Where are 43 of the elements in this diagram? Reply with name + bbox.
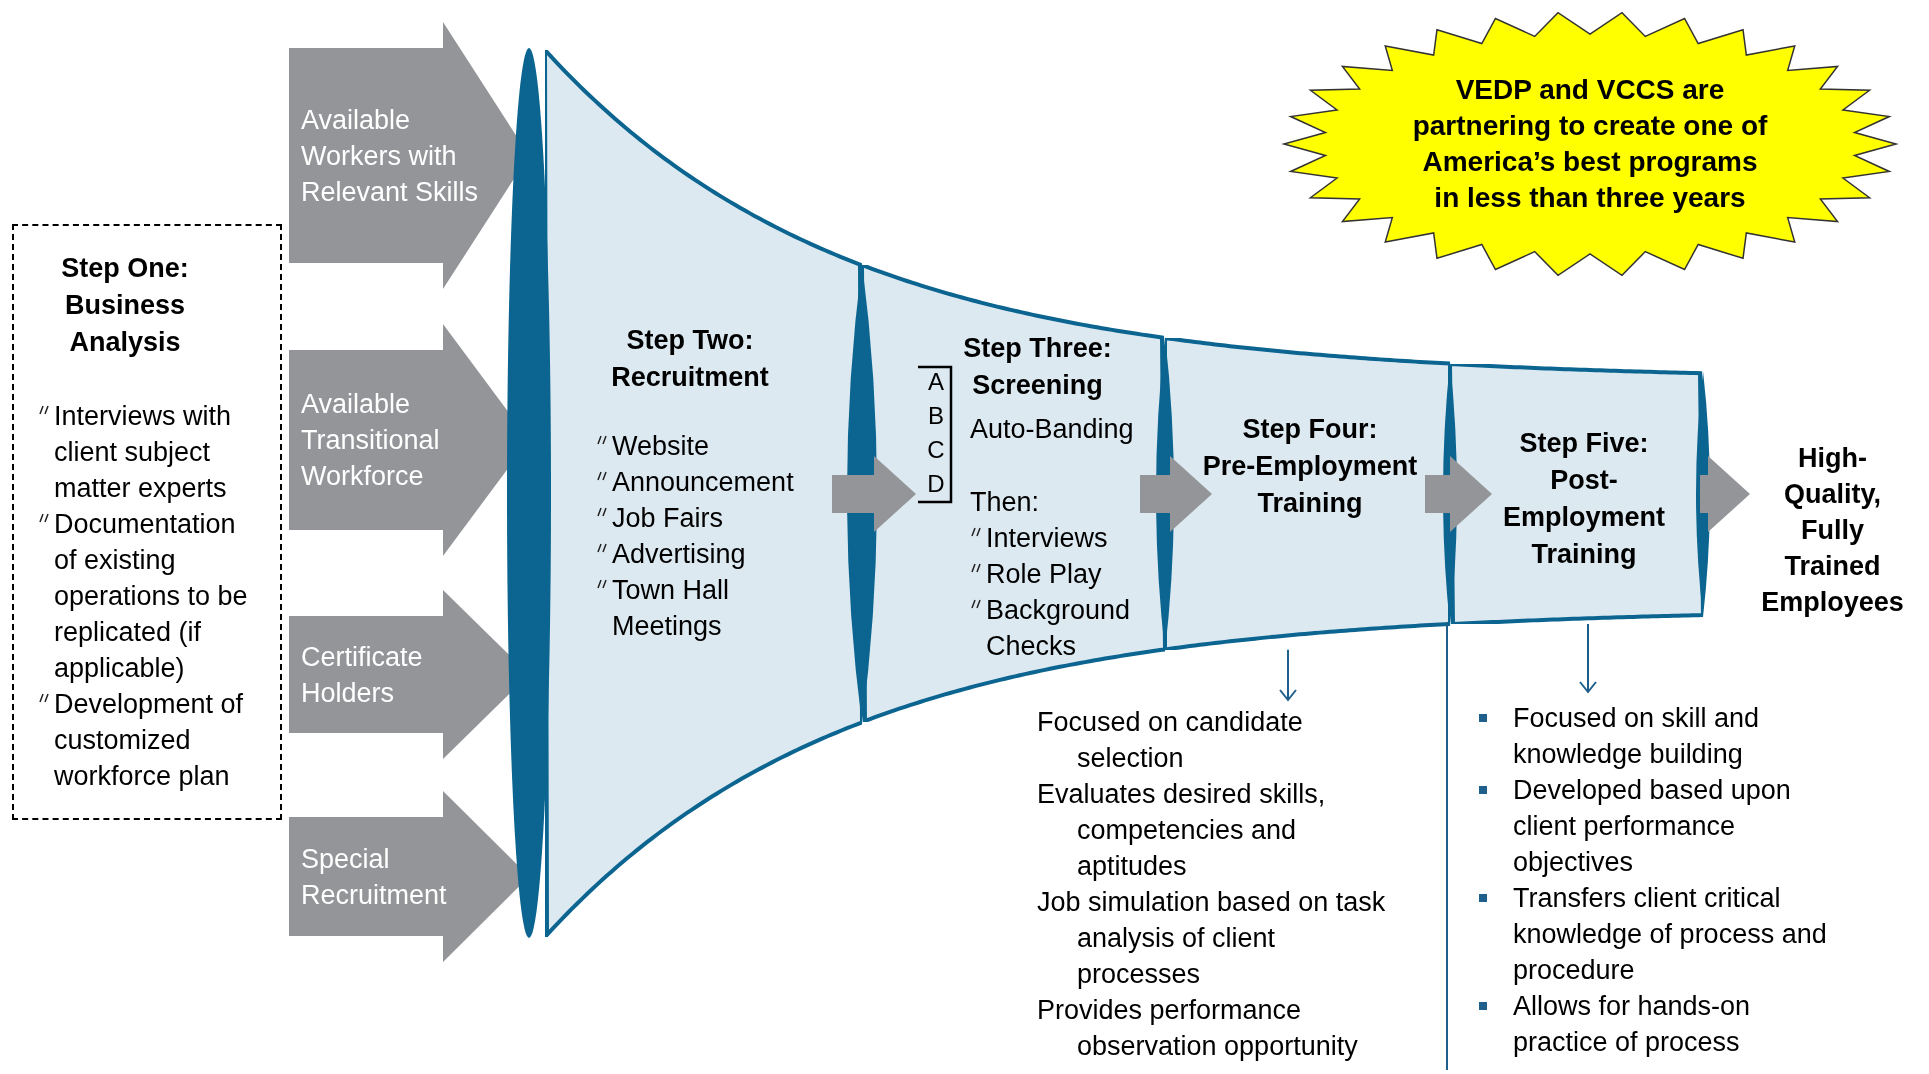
- bullet-text: Transfers client critical knowledge of process and procedure: [1513, 882, 1828, 987]
- bullet-text: Interviews: [986, 522, 1108, 555]
- note-text: Provides performance observation opportunity: [1037, 994, 1359, 1063]
- bracket-letter: C: [926, 435, 946, 465]
- bracket-letter: A: [927, 367, 945, 397]
- bullet-text: Developed based upon client performance objectives: [1513, 774, 1792, 879]
- bullet-text: Interviews with client subject matter experts: [54, 400, 233, 505]
- bullet-text: Job Fairs: [612, 502, 724, 535]
- arrow-label: Available Workers with Relevant Skills: [301, 103, 480, 209]
- bullet-text: Documentation of existing operations to be replicated (if applicable): [54, 508, 249, 685]
- bullet-text: Website: [612, 430, 710, 463]
- bullet-text: Announcement: [612, 466, 794, 499]
- step-title: Step Two: Recruitment: [610, 324, 770, 394]
- arrow: [1279, 648, 1297, 701]
- bracket-letter: D: [926, 469, 946, 499]
- bullet-text: Background Checks: [986, 594, 1132, 663]
- block-arrow: [1700, 456, 1750, 532]
- bracket-letter: B: [927, 401, 945, 431]
- callout-text: VEDP and VCCS are partnering to create one of America’s best programs in less than three years: [1411, 73, 1769, 215]
- step-title: Step Three: Screening: [962, 332, 1113, 402]
- bullet-text: Town Hall Meetings: [612, 574, 731, 643]
- step-text: Then:: [970, 486, 1041, 519]
- step-title: Step Five: Post-Employment Training: [1502, 427, 1666, 571]
- block-arrow: [1140, 456, 1212, 532]
- arrow: [1579, 623, 1597, 693]
- note-text: Focused on candidate selection: [1037, 706, 1304, 775]
- bullet-text: Role Play: [986, 558, 1102, 591]
- step-title: Step Four: Pre-Employment Training: [1201, 413, 1419, 520]
- arrow-label: Special Recruitment: [301, 842, 448, 912]
- step-title: Step One: Business Analysis: [60, 252, 190, 359]
- bullet-text: Focused on skill and knowledge building: [1513, 702, 1761, 771]
- step-text: Auto-Banding: [970, 413, 1135, 446]
- dashed-box: [12, 224, 282, 820]
- bullet-text: Allows for hands-on practice of process: [1513, 990, 1752, 1059]
- outcome-label: High- Quality, Fully Trained Employees: [1760, 442, 1905, 619]
- block-arrow: [1425, 456, 1492, 532]
- block-arrow: [832, 456, 916, 532]
- note-text: Job simulation based on task analysis of client processes: [1037, 886, 1387, 991]
- bullet-text: Development of customized workforce plan: [54, 688, 245, 793]
- arrow-label: Certificate Holders: [301, 640, 424, 710]
- arrow-label: Available Transitional Workforce: [301, 388, 441, 493]
- bullet-text: Advertising: [612, 538, 746, 571]
- note-text: Evaluates desired skills, competencies and aptitudes: [1037, 778, 1327, 883]
